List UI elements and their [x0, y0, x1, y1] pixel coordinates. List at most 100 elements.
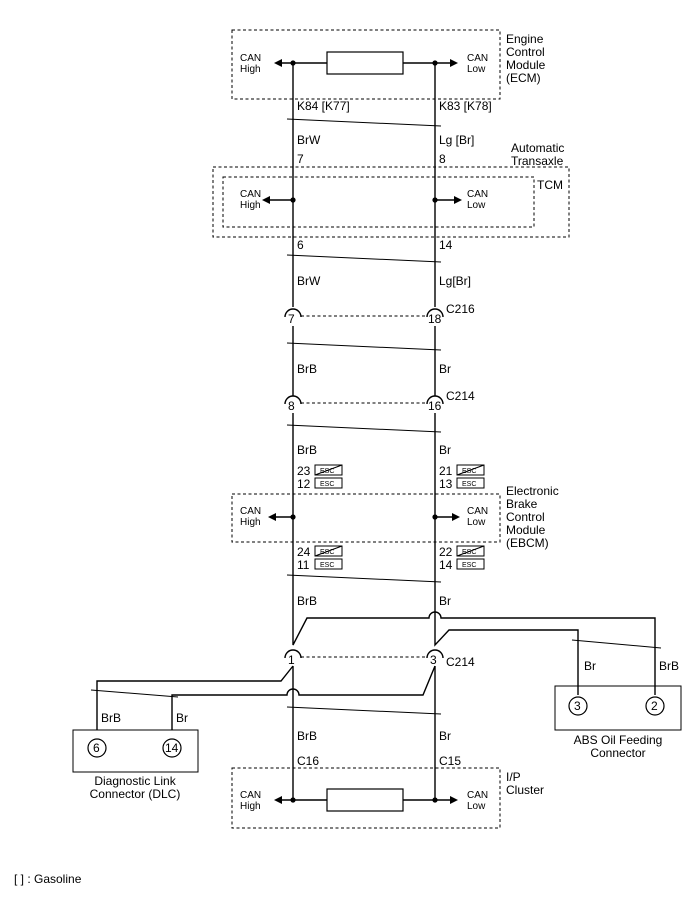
ip-can-low-arrow: [450, 796, 458, 804]
esc-tag: ESC: [320, 481, 334, 488]
legend-note: [ ] : Gasoline: [14, 872, 82, 886]
dlc-pin-b: 14: [165, 741, 179, 755]
tcm-can-low-label-2: Low: [467, 200, 486, 211]
diagnostic-link-connector: 6 14 Diagnostic Link Connector (DLC): [72, 729, 199, 801]
ebcm-high-in-pin-2: 12: [297, 477, 311, 491]
ecm-can-low-arrow: [450, 59, 458, 67]
dlc-wire-brb: BrB: [101, 711, 121, 725]
wire-color-br-3: Br: [439, 594, 451, 608]
ebcm-low-in-pin-1: 21: [439, 464, 453, 478]
c214a-left-pin: 8: [288, 399, 295, 413]
c214a-name: C214: [446, 389, 475, 403]
wire-color-brb-3: BrB: [297, 594, 317, 608]
tcm-name: TCM: [537, 178, 563, 192]
tcm-can-high-label: CAN: [240, 189, 261, 200]
ebcm-output-pins: 24 ESC 11 ESC 22 ESC 14 ESC BrB Br: [286, 545, 485, 608]
ecm-tcm-wires: K84 [K77] K83 [K78] BrW Lg [Br] 7 8: [286, 63, 492, 200]
c214b-left-pin: 1: [288, 653, 295, 667]
cluster-high-pin: C16: [297, 754, 319, 768]
ecm-can-low-label-2: Low: [467, 64, 486, 75]
wire-color-br-4: Br: [439, 729, 451, 743]
dlc-label-2: Connector (DLC): [90, 787, 181, 801]
tcm-high-in-pin: 7: [297, 152, 304, 166]
tcm-can-high-label-2: High: [240, 200, 261, 211]
ecm-label-1: Engine: [506, 32, 544, 46]
ebcm-label-4: Module: [506, 523, 546, 537]
ip-can-low-label: CAN: [467, 790, 488, 801]
wire-color-brb-4: BrB: [297, 729, 317, 743]
ecm-high-pin-label: K84 [K77]: [297, 99, 350, 113]
ip-termination-resistor: [326, 788, 404, 812]
abs-branch-wires: Br BrB: [292, 611, 679, 695]
ebcm-high-in-pin-1: 23: [297, 464, 311, 478]
connector-c216: 7 18 C216: [284, 302, 475, 326]
esc-tag: ESC: [462, 549, 476, 556]
tcm-can-low-label: CAN: [467, 189, 488, 200]
tcm-can-low-arrow: [454, 196, 462, 204]
connector-c214-a: 8 16 C214: [284, 389, 475, 413]
ebcm-can-high-arrow: [268, 513, 276, 521]
wire-color-br-2: Br: [439, 443, 451, 457]
ecm-can-high-arrow: [274, 59, 282, 67]
connector-c214-b: 1 3 C214: [284, 649, 475, 669]
twisted-pair-mark: [286, 118, 442, 127]
tcm-label-2: Transaxle: [511, 154, 564, 168]
ebcm-can-low-arrow: [452, 513, 460, 521]
ecm-can-high-label-2: High: [240, 64, 261, 75]
ip-cluster-module: I/P Cluster CAN High CAN Low: [231, 767, 544, 829]
c216-name: C216: [446, 302, 475, 316]
ecm-termination-resistor: [326, 51, 404, 75]
ecm-can-high-label: CAN: [240, 53, 261, 64]
wire-color-brb-2: BrB: [297, 443, 317, 457]
ecm-module: Engine Control Module (ECM) CAN High CAN…: [231, 29, 546, 100]
tcm-label-1: Automatic: [511, 141, 564, 155]
c216-c214-wires: BrB Br: [286, 326, 451, 396]
abs-pin-b: 2: [651, 699, 658, 713]
ecm-label-4: (ECM): [506, 71, 541, 85]
esc-tag: ESC: [320, 562, 334, 569]
c216-left-pin: 7: [288, 312, 295, 326]
esc-tag: ESC: [462, 562, 476, 569]
ecm-label-3: Module: [506, 58, 546, 72]
ip-can-high-arrow: [274, 796, 282, 804]
abs-label-1: ABS Oil Feeding: [574, 733, 663, 747]
dlc-pin-a: 6: [93, 741, 100, 755]
abs-label-2: Connector: [590, 746, 645, 760]
lower-wires: BrB Br BrB Br C16 C15: [90, 665, 461, 800]
ebcm-label-3: Control: [506, 510, 545, 524]
ebcm-high-out-pin-2: 11: [297, 558, 310, 572]
ebcm-can-low-label-2: Low: [467, 517, 486, 528]
esc-tag: ESC: [462, 468, 476, 475]
ebcm-low-out-pin-2: 14: [439, 558, 453, 572]
tcm-low-in-pin: 8: [439, 152, 446, 166]
ip-can-high-label: CAN: [240, 790, 261, 801]
ebcm-label-1: Electronic: [506, 484, 559, 498]
wire-color-br-1: Br: [439, 362, 451, 376]
abs-wire-brb: BrB: [659, 659, 679, 673]
c216-right-pin: 18: [428, 312, 442, 326]
ebcm-can-high-label-2: High: [240, 517, 261, 528]
abs-wire-br: Br: [584, 659, 596, 673]
c214a-right-pin: 16: [428, 399, 442, 413]
wire-color-brw-1: BrW: [297, 133, 321, 147]
ebcm-low-in-pin-2: 13: [439, 477, 453, 491]
tcm-high-out-pin: 6: [297, 238, 304, 252]
wire-color-brw-2: BrW: [297, 274, 321, 288]
ebcm-can-low-label: CAN: [467, 506, 488, 517]
ebcm-can-high-label: CAN: [240, 506, 261, 517]
ebcm-label-2: Brake: [506, 497, 538, 511]
c214-ebcm-wires: BrB Br 23 ESC 12 ESC 21 ESC 13 ESC: [286, 413, 485, 640]
dlc-wire-br: Br: [176, 711, 188, 725]
abs-oil-feeding-connector: 3 2 ABS Oil Feeding Connector: [554, 685, 682, 760]
ip-label-2: Cluster: [506, 783, 544, 797]
ecm-label-2: Control: [506, 45, 545, 59]
cluster-low-pin: C15: [439, 754, 461, 768]
tcm-module: Automatic Transaxle TCM CAN High CAN Low: [212, 141, 570, 238]
c214b-right-pin: 3: [430, 653, 437, 667]
tcm-c216-wires: 6 14 BrW Lg[Br]: [286, 200, 471, 307]
ebcm-low-out-pin-1: 22: [439, 545, 453, 559]
wire-color-brb-1: BrB: [297, 362, 317, 376]
ip-can-high-label-2: High: [240, 801, 261, 812]
esc-tag: ESC: [462, 481, 476, 488]
